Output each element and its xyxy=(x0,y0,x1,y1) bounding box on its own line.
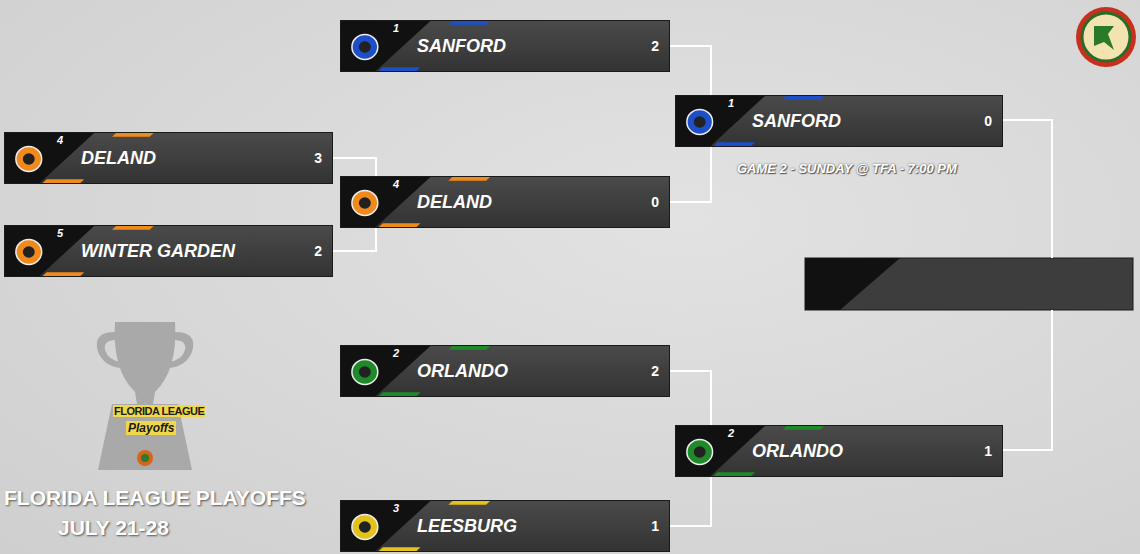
team-name: WINTER GARDEN xyxy=(81,241,235,262)
series-score: 3 xyxy=(314,150,322,166)
trophy-text: Playoffs xyxy=(126,421,176,435)
trophy-silhouette xyxy=(97,322,193,470)
bracket-connector xyxy=(333,158,376,176)
champion-box xyxy=(805,258,1133,310)
team-box: 4DELAND 3 xyxy=(4,132,333,184)
series-score: 0 xyxy=(651,194,659,210)
box-ornament xyxy=(341,177,669,227)
trophy-logo xyxy=(137,450,153,466)
team-box: 4DELAND 0 xyxy=(340,176,670,228)
seed-number: 1 xyxy=(728,97,742,109)
date-range: JULY 21-28 xyxy=(58,516,169,540)
team-box: 1SANFORD 2 xyxy=(340,20,670,72)
team-box: 3LEESBURG 1 xyxy=(340,500,670,552)
page-title: FLORIDA LEAGUE PLAYOFFS xyxy=(4,486,306,510)
seed-number: 2 xyxy=(728,427,742,439)
series-score: 1 xyxy=(651,518,659,534)
bracket-connector xyxy=(670,371,711,425)
bracket-connector xyxy=(670,477,711,526)
team-name: SANFORD xyxy=(417,36,506,57)
team-name: DELAND xyxy=(417,192,492,213)
team-name: SANFORD xyxy=(752,111,841,132)
series-score: 2 xyxy=(314,243,322,259)
seed-number: 2 xyxy=(393,347,407,359)
team-box: 2ORLANDO 1 xyxy=(675,425,1003,477)
seed-number: 5 xyxy=(57,227,71,239)
team-box: 2ORLANDO2 xyxy=(340,345,670,397)
team-box: 1SANFORD 0 xyxy=(675,95,1003,147)
bracket-connector xyxy=(333,228,376,251)
team-box: 5WINTER GARDEN 2 xyxy=(4,225,333,277)
seed-number: 1 xyxy=(393,22,407,34)
seed-number: 4 xyxy=(57,134,71,146)
team-name: LEESBURG xyxy=(417,516,517,537)
seed-number: 4 xyxy=(393,178,407,190)
team-name: ORLANDO xyxy=(752,441,843,462)
team-name: DELAND xyxy=(81,148,156,169)
series-score: 1 xyxy=(984,443,992,459)
series-score: 0 xyxy=(984,113,992,129)
bracket-line xyxy=(1003,120,1052,450)
bracket-connector xyxy=(670,46,711,95)
team-name: ORLANDO xyxy=(417,361,508,382)
bracket-connector xyxy=(670,147,711,202)
box-ornament xyxy=(5,133,332,183)
trophy-logo xyxy=(141,454,149,462)
game-note: GAME 2 - SUNDAY @ TFA - 7:00 PM xyxy=(737,161,957,176)
seed-number: 3 xyxy=(393,502,407,514)
series-score: 2 xyxy=(651,363,659,379)
league-logo xyxy=(1076,7,1136,67)
series-score: 2 xyxy=(651,38,659,54)
trophy-text: FLORIDA LEAGUE xyxy=(113,405,205,417)
